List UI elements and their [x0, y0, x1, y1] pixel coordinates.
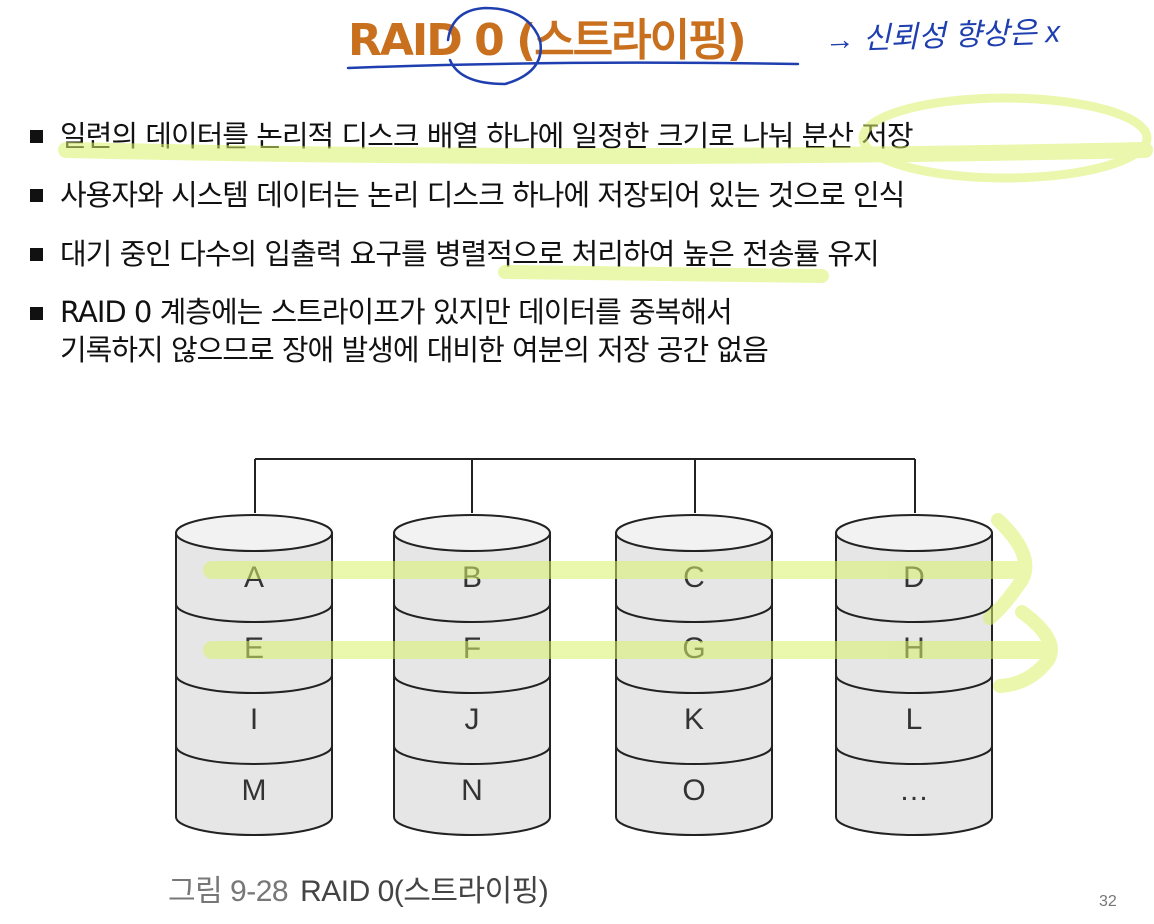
- handwritten-note: → 신뢰성 향상은 x: [824, 16, 1062, 57]
- stripe-arrow-2: [993, 605, 1058, 693]
- block-divider: [175, 603, 333, 623]
- block-divider: [835, 674, 993, 694]
- block-divider: [615, 674, 773, 694]
- block-divider: [835, 745, 993, 765]
- pen-circle: [446, 6, 543, 86]
- figure-caption: 그림 9-28 RAID 0(스트라이핑): [168, 866, 549, 910]
- bus-lines: [254, 458, 916, 513]
- bullet-text: 대기 중인 다수의 입출력 요구를 병렬적으로 처리하여 높은 전송률 유지: [60, 237, 880, 271]
- block-divider: [615, 745, 773, 765]
- highlight-stroke-bullet3: [498, 265, 829, 283]
- block-divider: [175, 674, 333, 694]
- disk-top: [393, 514, 551, 552]
- block-label: M: [242, 774, 267, 807]
- block-divider: [835, 603, 993, 623]
- figure-caption-text: RAID 0(스트라이핑): [300, 875, 549, 908]
- block-divider: [615, 603, 773, 623]
- page-number: 32: [1099, 893, 1117, 910]
- square-bullet-icon: [30, 307, 43, 320]
- figure-number: 그림 9-28: [168, 875, 289, 908]
- bullet-item: 사용자와 시스템 데이터는 논리 디스크 하나에 저장되어 있는 것으로 인식: [30, 175, 1140, 215]
- disk-top: [615, 514, 773, 552]
- bullet-item: RAID 0 계층에는 스트라이프가 있지만 데이터를 중복해서 기록하지 않으…: [30, 293, 1140, 369]
- bullet-text: RAID 0 계층에는 스트라이프가 있지만 데이터를 중복해서 기록하지 않으…: [60, 295, 769, 367]
- disk-top: [835, 514, 993, 552]
- block-label: I: [250, 703, 258, 736]
- pen-underline: [346, 61, 800, 70]
- square-bullet-icon: [30, 248, 43, 261]
- highlight-circle: [858, 93, 1152, 183]
- bullet-text: 사용자와 시스템 데이터는 논리 디스크 하나에 저장되어 있는 것으로 인식: [60, 178, 905, 212]
- block-divider: [393, 603, 551, 623]
- stripe-arrow-1: [983, 513, 1033, 625]
- highlight-stroke-bullet1: [58, 142, 1153, 164]
- block-label: …: [899, 774, 929, 807]
- square-bullet-icon: [30, 189, 43, 202]
- bullet-item: 대기 중인 다수의 입출력 요구를 병렬적으로 처리하여 높은 전송률 유지: [30, 234, 1140, 274]
- block-divider: [393, 674, 551, 694]
- stripe-highlights: [203, 513, 1058, 693]
- text-highlights: [58, 93, 1153, 283]
- block-label: L: [906, 703, 923, 736]
- pen-annotations: [346, 6, 800, 86]
- block-label: J: [465, 703, 480, 736]
- block-label: K: [684, 703, 704, 736]
- block-label: N: [461, 774, 483, 807]
- block-divider: [393, 745, 551, 765]
- block-divider: [175, 745, 333, 765]
- block-label: O: [682, 774, 705, 807]
- disk-top: [175, 514, 333, 552]
- slide-title: RAID 0 (스트라이핑): [348, 15, 747, 66]
- square-bullet-icon: [30, 130, 43, 143]
- disk-4: DHL…: [835, 514, 993, 836]
